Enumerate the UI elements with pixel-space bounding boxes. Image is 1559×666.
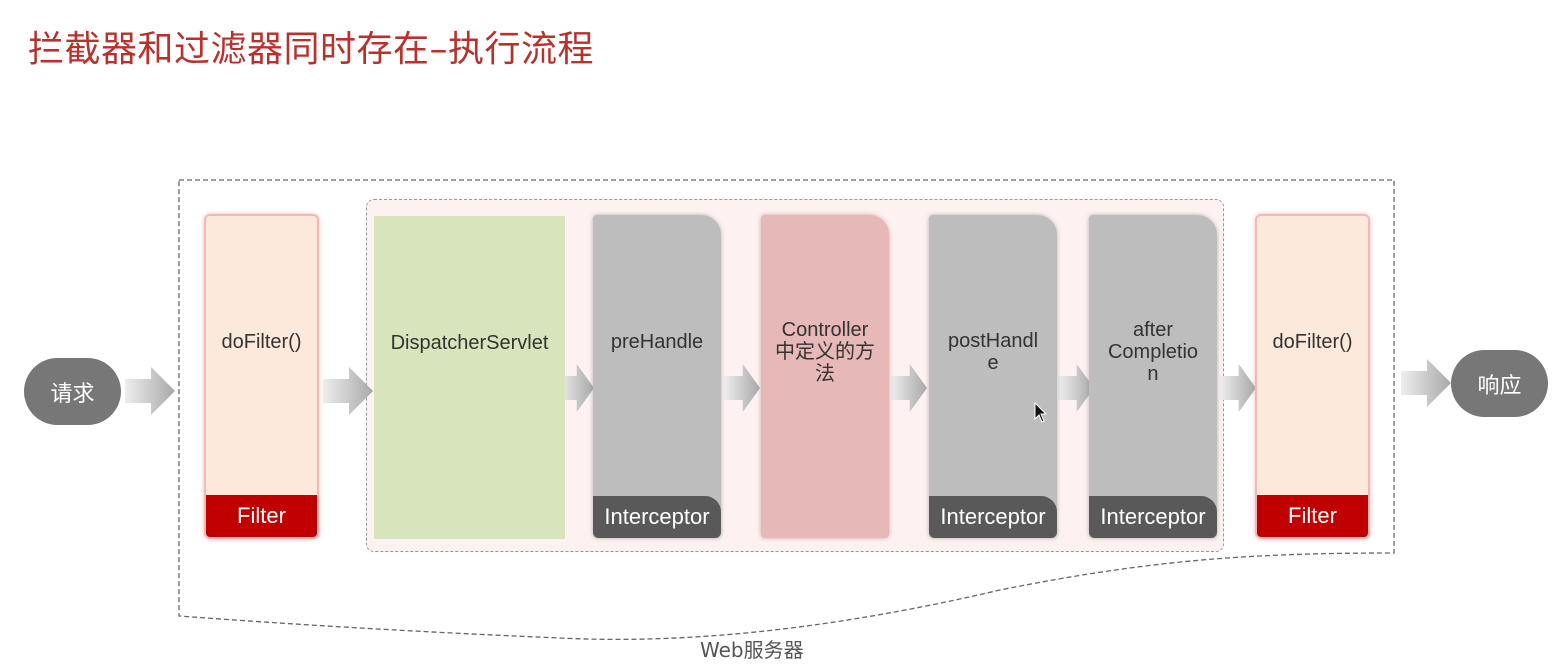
dispatcher-servlet-text: DispatcherServlet: [390, 331, 549, 354]
posthandle-block: postHandl e Interceptor: [929, 215, 1057, 538]
posthandle-tag: Interceptor: [929, 496, 1057, 538]
aftercompletion-block: after Completio n Interceptor: [1089, 215, 1217, 538]
filter-out-text: doFilter(): [1272, 330, 1353, 353]
request-oval: 请求: [24, 358, 121, 425]
arrow-right-icon: [1220, 364, 1256, 412]
controller-text: Controller 中定义的方 法: [775, 318, 875, 385]
arrow-right-icon: [891, 364, 927, 412]
arrow-right-icon: [125, 367, 175, 415]
aftercompletion-text: after Completio n: [1107, 318, 1199, 385]
aftercompletion-tag: Interceptor: [1089, 496, 1217, 538]
arrow-right-icon: [724, 364, 760, 412]
page-title: 拦截器和过滤器同时存在–执行流程: [28, 29, 595, 70]
filter-in-block: doFilter() Filter: [204, 214, 319, 539]
posthandle-text: postHandl e: [947, 329, 1039, 374]
arrow-right-icon: [1058, 364, 1094, 412]
filter-in-text: doFilter(): [221, 330, 302, 353]
filter-in-tag: Filter: [206, 495, 317, 537]
prehandle-tag: Interceptor: [593, 496, 721, 538]
prehandle-block: preHandle Interceptor: [593, 215, 721, 538]
prehandle-text: preHandle: [610, 330, 704, 353]
controller-block: Controller 中定义的方 法: [761, 215, 889, 538]
arrow-right-icon: [1401, 359, 1451, 407]
mouse-pointer-icon: [1034, 402, 1048, 423]
arrow-right-icon: [323, 367, 373, 415]
dispatcher-servlet-block: DispatcherServlet: [374, 216, 565, 539]
web-server-label: Web服务器: [700, 638, 804, 662]
filter-out-tag: Filter: [1257, 495, 1368, 537]
filter-out-block: doFilter() Filter: [1255, 214, 1370, 539]
response-oval: 响应: [1451, 350, 1548, 417]
arrow-right-icon: [558, 364, 594, 412]
